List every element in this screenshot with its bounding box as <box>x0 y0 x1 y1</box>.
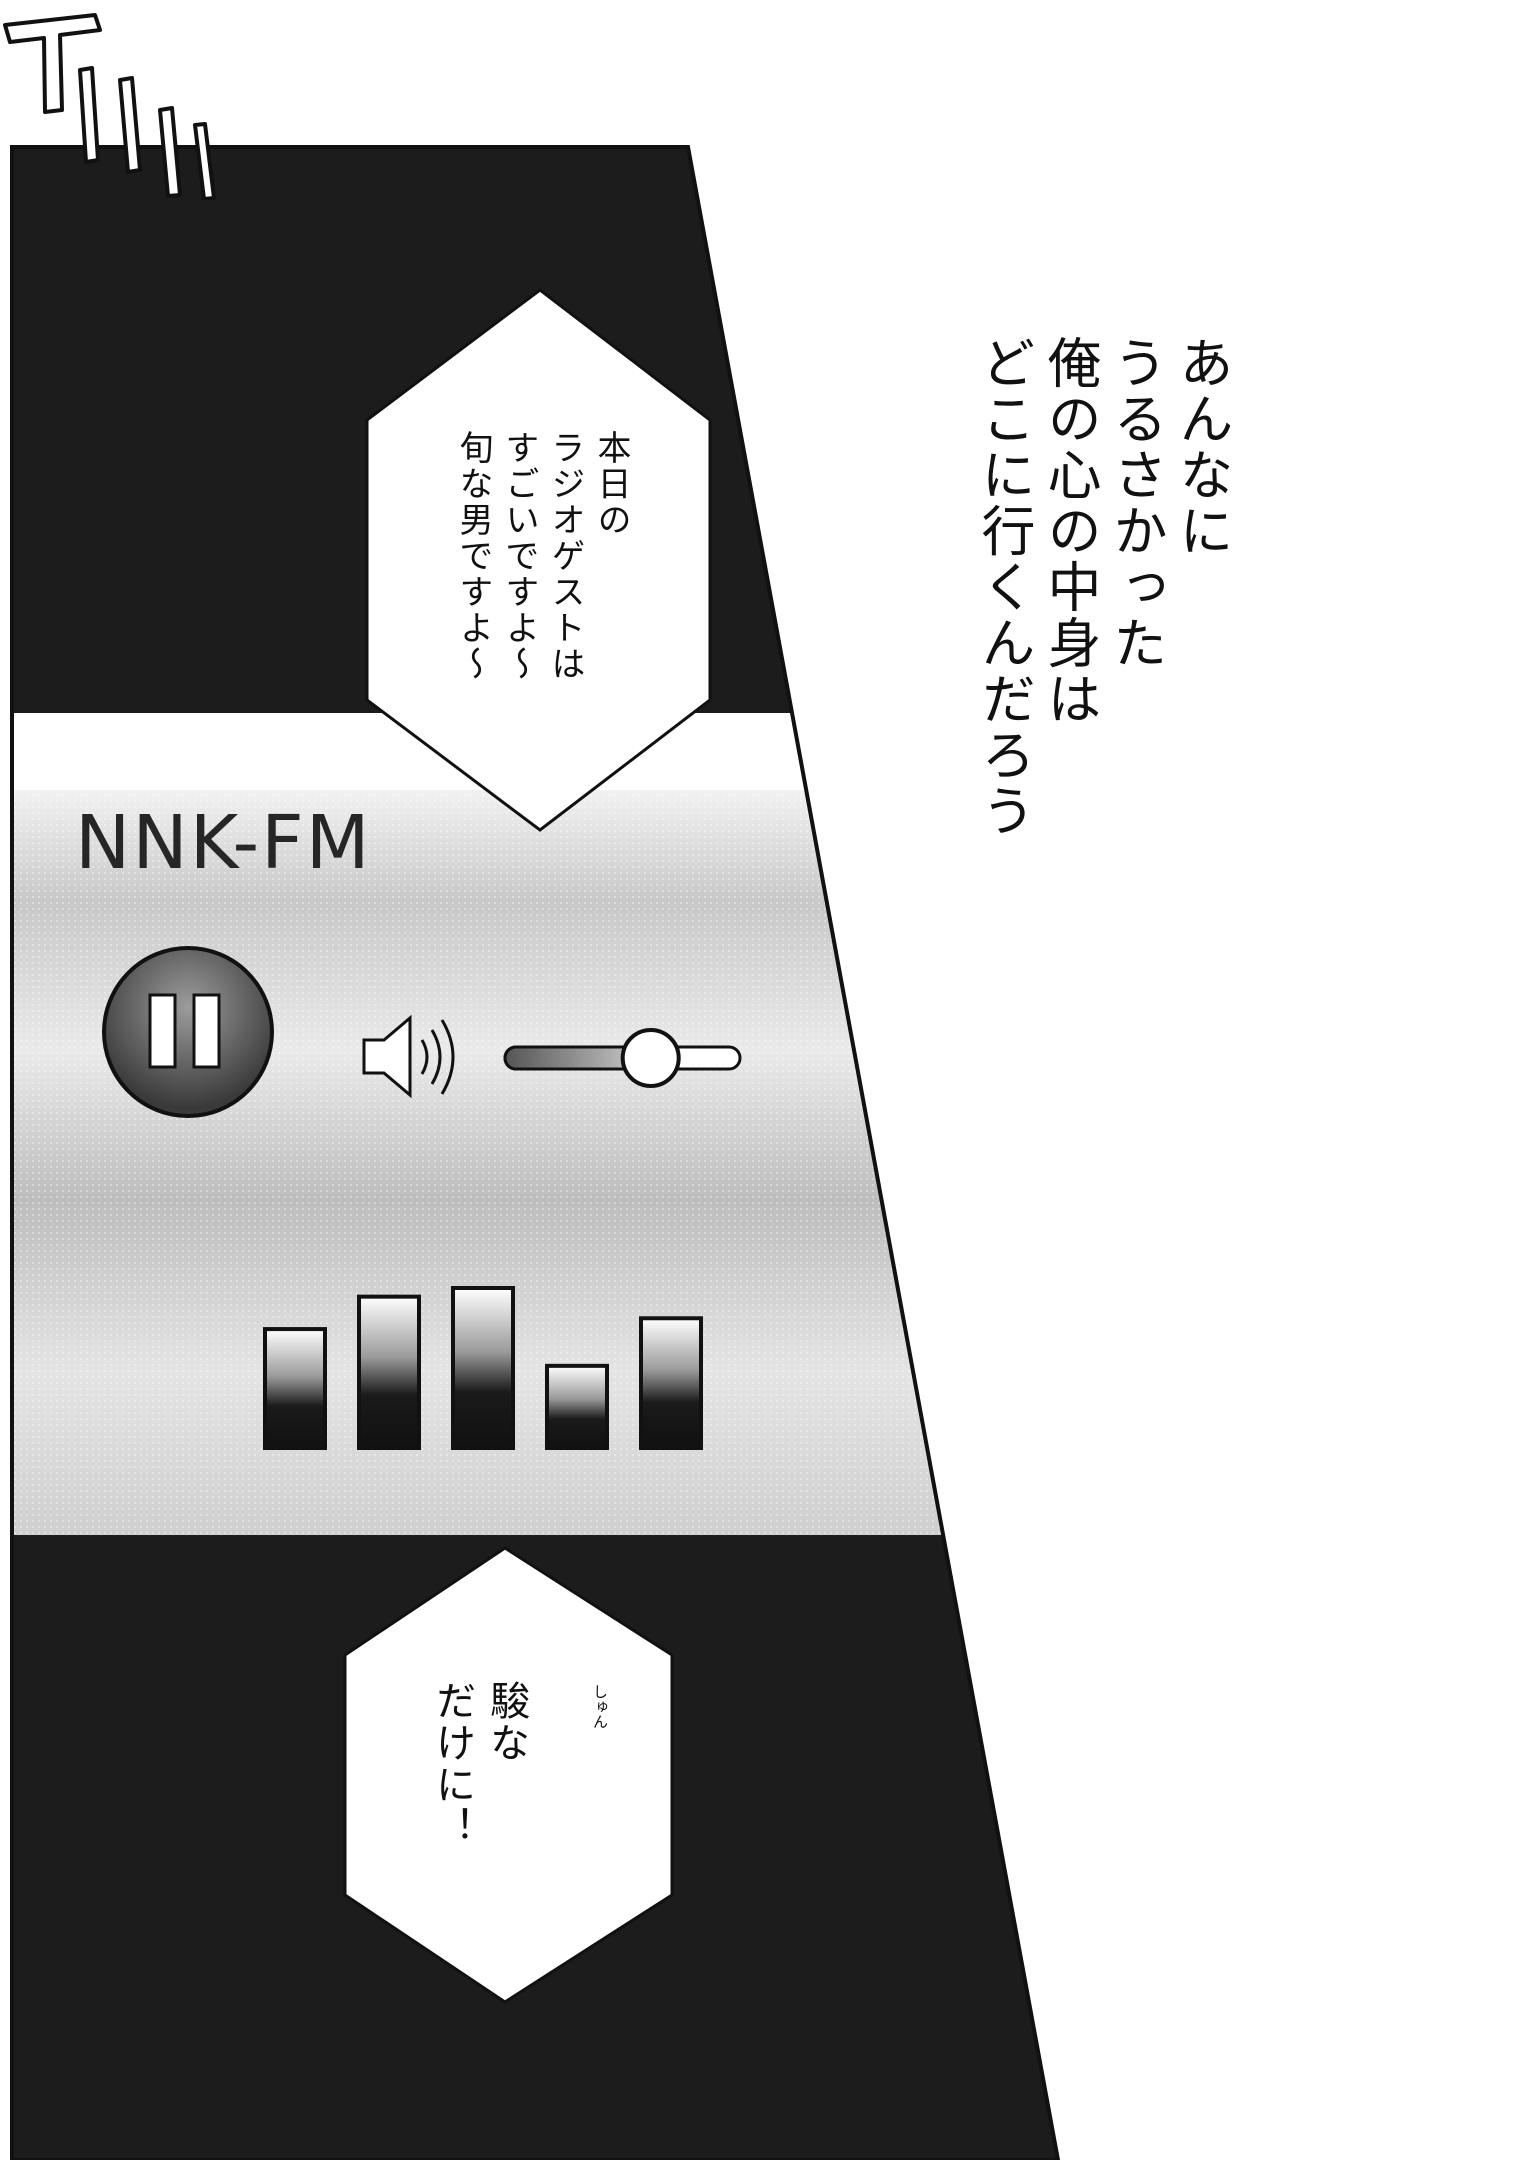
equalizer-bar <box>263 1327 327 1450</box>
speaker-icon[interactable] <box>362 1014 455 1099</box>
station-name: NNK-FM <box>75 800 372 886</box>
pause-button[interactable] <box>102 946 274 1118</box>
panel-border <box>10 145 1061 2160</box>
equalizer-bar <box>545 1363 609 1451</box>
speech-bubble-bottom <box>343 1546 674 2004</box>
narration-line: うるさかった <box>1104 335 1167 671</box>
bubble-line: 旬な男ですよ〜 <box>453 430 493 682</box>
bubble-line: すごいですよ〜 <box>499 430 539 682</box>
narration-line: 俺の心の中身は <box>1038 335 1101 727</box>
narration-text: あんなに うるさかった 俺の心の中身は どこに行くんだろう <box>970 335 1234 855</box>
equalizer-bar <box>639 1316 703 1450</box>
bubble-line: だけに！ <box>429 1680 475 1848</box>
crowd-cheer-sfx <box>3 13 216 200</box>
pause-icon <box>148 993 221 1069</box>
speech-bubble-top-text: 本日の ラジオゲストは すごいですよ〜 旬な男ですよ〜 <box>450 430 634 730</box>
speech-bubble-top <box>365 288 712 832</box>
equalizer <box>263 1286 703 1451</box>
speech-bubble-bottom-text: 駿な だけに！ <box>425 1680 533 1980</box>
volume-knob[interactable] <box>620 1028 681 1088</box>
bubble-line: 駿な <box>483 1680 529 1764</box>
bubble-line: 本日の <box>591 430 631 538</box>
equalizer-bar <box>357 1294 421 1451</box>
ruby-annotation: しゅん <box>591 1684 609 1729</box>
equalizer-bar <box>451 1286 515 1450</box>
narration-line: どこに行くんだろう <box>972 335 1035 839</box>
narration-line: あんなに <box>1170 335 1233 559</box>
bubble-line: ラジオゲストは <box>545 430 585 682</box>
volume-slider[interactable] <box>503 1028 742 1088</box>
